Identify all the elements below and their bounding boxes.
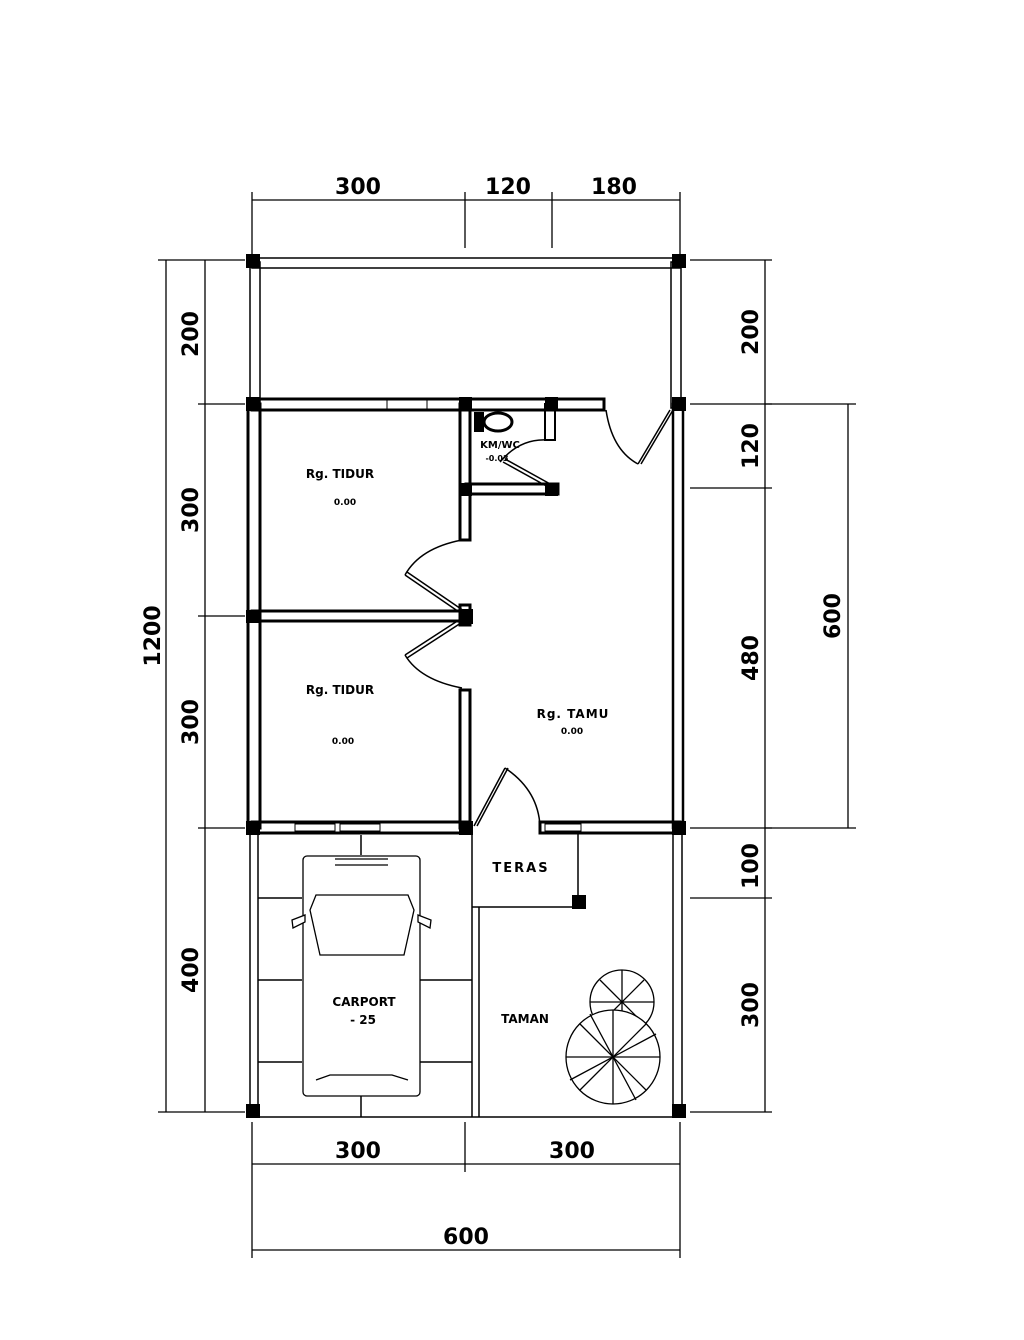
dimension-labels: 300 120 180 1200 200 300 300 400 200 120… <box>141 175 846 1250</box>
columns <box>246 254 686 1118</box>
dim-right-200: 200 <box>739 309 764 355</box>
room-label-bedroom-2: Rg. TIDUR <box>306 683 374 697</box>
dim-right-300: 300 <box>739 982 764 1028</box>
room-level-bedroom-1: 0.00 <box>334 498 356 508</box>
dim-bottom-total: 600 <box>443 1225 489 1250</box>
room-label-garden: TAMAN <box>501 1012 549 1026</box>
toilet-icon <box>474 411 514 433</box>
dim-right-outer-600: 600 <box>821 593 846 639</box>
dimension-lines <box>158 192 856 1258</box>
dim-top-300: 300 <box>335 175 381 200</box>
room-label-terrace: TERAS <box>492 861 549 876</box>
dim-bottom-300b: 300 <box>549 1139 595 1164</box>
back-yard-frame <box>249 257 682 409</box>
dim-left-total: 1200 <box>141 605 166 666</box>
dim-top-180: 180 <box>591 175 637 200</box>
dim-left-300b: 300 <box>179 699 204 745</box>
car-icon <box>291 855 432 1097</box>
room-level-bedroom-2: 0.00 <box>332 737 354 747</box>
dim-right-100: 100 <box>739 843 764 889</box>
dim-top-120: 120 <box>485 175 531 200</box>
room-labels: Rg. TIDUR 0.00 Rg. TIDUR 0.00 KM/WC -0.0… <box>306 440 610 1027</box>
room-label-bathroom: KM/WC <box>480 440 520 451</box>
room-label-carport: CARPORT <box>332 995 396 1009</box>
room-level-living: 0.00 <box>561 727 583 737</box>
dim-left-400: 400 <box>179 947 204 993</box>
dim-right-480: 480 <box>739 635 764 681</box>
dim-right-120: 120 <box>739 423 764 469</box>
room-label-living: Rg. TAMU <box>537 707 610 721</box>
tree-icon <box>565 969 661 1105</box>
doors <box>404 409 674 827</box>
room-label-bedroom-1: Rg. TIDUR <box>306 467 374 481</box>
outdoor-lines <box>249 833 683 1118</box>
dim-left-200: 200 <box>179 311 204 357</box>
room-level-bathroom: -0.03 <box>485 454 508 463</box>
dim-left-300a: 300 <box>179 487 204 533</box>
room-level-carport: - 25 <box>350 1013 376 1027</box>
dim-bottom-300a: 300 <box>335 1139 381 1164</box>
